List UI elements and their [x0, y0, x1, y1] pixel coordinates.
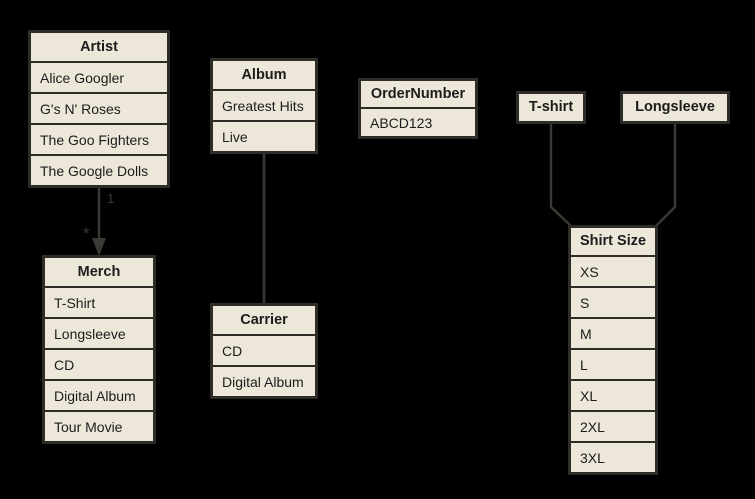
entity-merch-row-3[interactable]: Digital Album — [44, 380, 154, 411]
entity-carrier-header: Carrier — [212, 305, 316, 335]
entity-tshirt-header: T-shirt — [518, 93, 584, 122]
multiplicity-artist-source: 1 — [107, 191, 115, 206]
entity-longsleeve-header: Longsleeve — [622, 93, 728, 122]
entity-artist-row-0[interactable]: Alice Googler — [30, 62, 168, 93]
entity-merch-header: Merch — [44, 257, 154, 287]
entity-merch-row-1[interactable]: Longsleeve — [44, 318, 154, 349]
entity-shirt-size-row-1[interactable]: S — [570, 287, 656, 318]
entity-merch[interactable]: Merch T-Shirt Longsleeve CD Digital Albu… — [42, 255, 156, 444]
entity-artist-header: Artist — [30, 32, 168, 62]
entity-shirt-size-row-5[interactable]: 2XL — [570, 411, 656, 442]
entity-shirt-size-header: Shirt Size — [570, 227, 656, 256]
entity-album-header: Album — [212, 60, 316, 90]
entity-album-row-0[interactable]: Greatest Hits — [212, 90, 316, 121]
entity-artist-row-3[interactable]: The Google Dolls — [30, 155, 168, 186]
entity-merch-row-4[interactable]: Tour Movie — [44, 411, 154, 442]
entity-tshirt[interactable]: T-shirt — [516, 91, 586, 124]
entity-shirt-size-row-3[interactable]: L — [570, 349, 656, 380]
entity-longsleeve[interactable]: Longsleeve — [620, 91, 730, 124]
entity-album-row-1[interactable]: Live — [212, 121, 316, 152]
entity-artist[interactable]: Artist Alice Googler G's N' Roses The Go… — [28, 30, 170, 188]
entity-carrier-row-0[interactable]: CD — [212, 335, 316, 366]
entity-shirt-size-row-0[interactable]: XS — [570, 256, 656, 287]
entity-shirt-size-row-4[interactable]: XL — [570, 380, 656, 411]
multiplicity-merch-target: * — [83, 224, 90, 243]
entity-artist-row-1[interactable]: G's N' Roses — [30, 93, 168, 124]
entity-order-number-header: OrderNumber — [360, 80, 476, 108]
entity-artist-row-2[interactable]: The Goo Fighters — [30, 124, 168, 155]
entity-shirt-size-row-6[interactable]: 3XL — [570, 442, 656, 473]
entity-album[interactable]: Album Greatest Hits Live — [210, 58, 318, 154]
entity-carrier[interactable]: Carrier CD Digital Album — [210, 303, 318, 399]
entity-carrier-row-1[interactable]: Digital Album — [212, 366, 316, 397]
entity-shirt-size[interactable]: Shirt Size XS S M L XL 2XL 3XL — [568, 225, 658, 475]
entity-order-number[interactable]: OrderNumber ABCD123 — [358, 78, 478, 139]
entity-order-number-row-0[interactable]: ABCD123 — [360, 108, 476, 137]
entity-merch-row-0[interactable]: T-Shirt — [44, 287, 154, 318]
entity-merch-row-2[interactable]: CD — [44, 349, 154, 380]
entity-shirt-size-row-2[interactable]: M — [570, 318, 656, 349]
